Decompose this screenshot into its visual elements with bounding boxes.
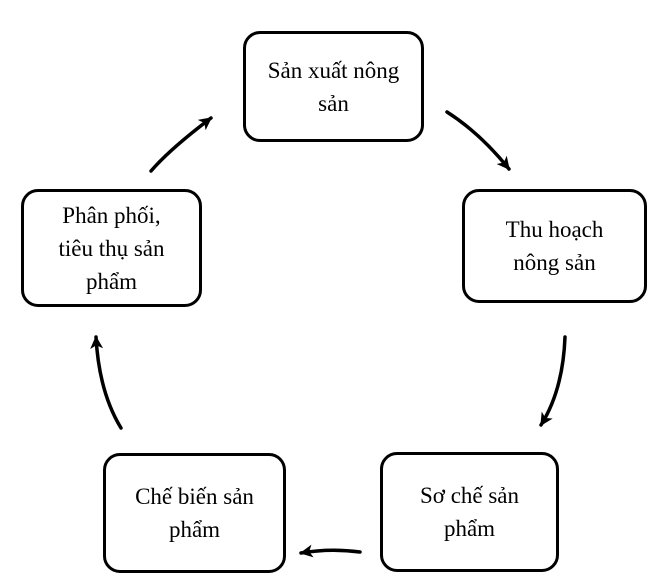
node-phan-phoi-tieu-thu-san-pham: Phân phối, tiêu thụ sản phẩm [21, 189, 202, 307]
node-label-line: Phân phối, [62, 202, 161, 228]
node-label-line: Thu hoạch [505, 217, 604, 242]
arrow-preprocessing-to-processing [299, 544, 362, 558]
node-label-line: Chế biến sản [135, 484, 254, 509]
arrow-harvest-to-preprocessing [539, 335, 567, 427]
node-label-line: phẩm [168, 517, 221, 542]
node-label-line: phẩm [85, 268, 138, 294]
arrow-processing-to-distribution [90, 335, 123, 430]
node-label-line: Sơ chế sản [419, 483, 520, 508]
node-label-line: Sản xuất nông [267, 57, 400, 83]
node-so-che-san-pham: Sơ chế sản phẩm [380, 452, 559, 572]
arrow-distribution-to-production [149, 116, 213, 173]
node-che-bien-san-pham: Chế biến sản phẩm [103, 453, 286, 573]
node-label-line: phẩm [443, 516, 496, 541]
node-thu-hoach-nong-san: Thu hoạch nông sản [462, 189, 647, 303]
node-label-line: tiêu thụ sản [58, 235, 165, 261]
node-san-xuat-nong-san: Sản xuất nông sản [243, 31, 424, 142]
arrow-production-to-harvest [445, 110, 511, 171]
node-label-line: nông sản [513, 250, 596, 275]
node-label-line: sản [318, 90, 349, 116]
